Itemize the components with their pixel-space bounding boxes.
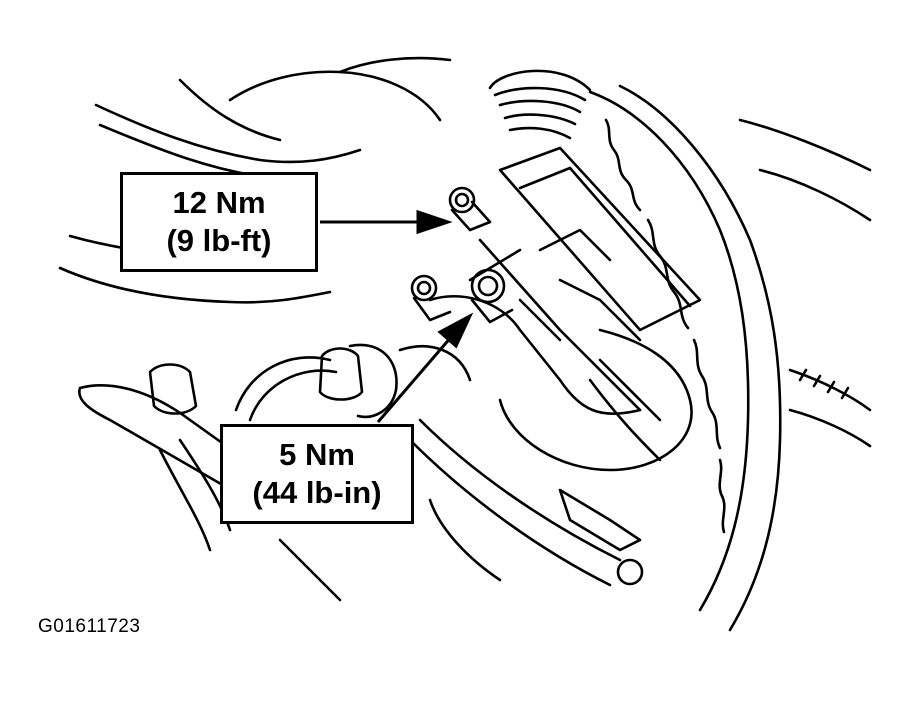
torque-value-metric: 12 Nm — [172, 185, 266, 220]
leader-arrows — [320, 209, 474, 423]
lower-tube — [418, 418, 622, 562]
connector-bolt — [318, 347, 364, 401]
torque-value-metric: 5 Nm — [279, 437, 355, 472]
torque-callout-upper: 12 Nm (9 lb-ft) — [120, 172, 318, 272]
module-bracket — [498, 146, 702, 332]
arrowhead-upper — [416, 209, 453, 235]
corrugated-hose — [488, 69, 592, 92]
torque-value-imperial: (9 lb-ft) — [166, 223, 272, 258]
arrowhead-lower — [437, 312, 474, 349]
leader-line-lower — [376, 335, 454, 423]
stud-upper — [448, 186, 476, 214]
background-hose — [98, 123, 272, 180]
stud-lower-left — [410, 274, 438, 302]
stud-lower-right — [470, 268, 506, 304]
background-hose — [94, 103, 362, 164]
torque-callout-lower: 5 Nm (44 lb-in) — [220, 424, 414, 524]
figure-id: G01611723 — [38, 616, 141, 637]
frame-rail — [588, 90, 750, 612]
torque-value-imperial: (44 lb-in) — [252, 475, 382, 510]
background-hose — [58, 266, 332, 304]
wire-loop — [234, 356, 332, 412]
